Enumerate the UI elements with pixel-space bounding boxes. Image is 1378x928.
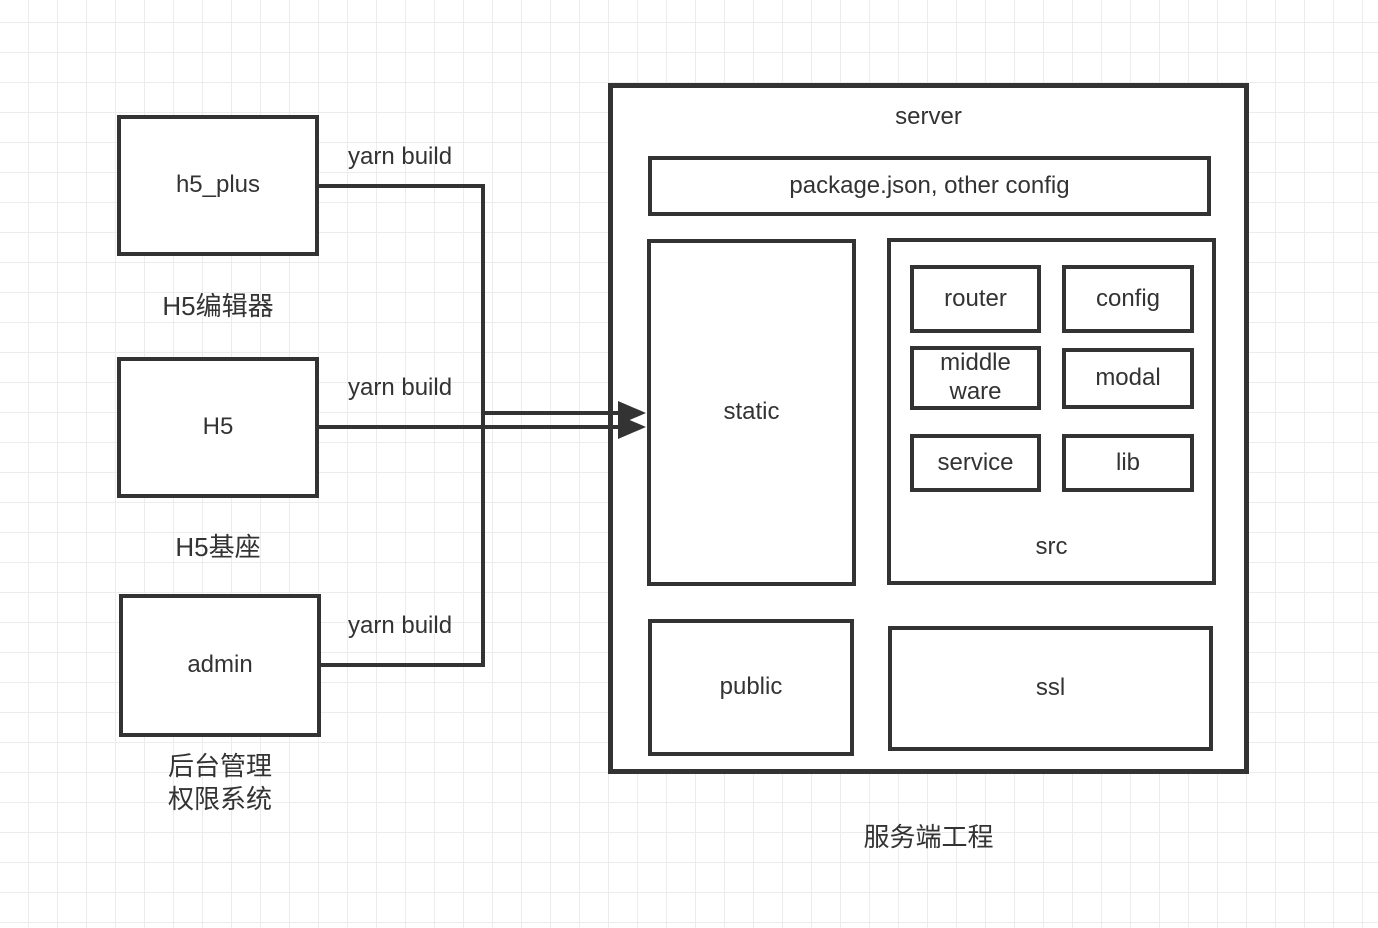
lib-box: lib bbox=[1062, 434, 1194, 492]
modal-label: modal bbox=[1095, 364, 1161, 392]
edge-label-yarn-build-h5plus: yarn build bbox=[348, 143, 453, 170]
ssl-label: ssl bbox=[1035, 674, 1066, 702]
h5-box: H5 bbox=[117, 357, 319, 498]
caption-h5-base: H5基座 bbox=[117, 531, 319, 564]
service-box: service bbox=[910, 434, 1041, 492]
src-label: src bbox=[1035, 533, 1068, 560]
middleware-box: middle ware bbox=[910, 346, 1041, 410]
config-box: config bbox=[1062, 265, 1194, 333]
caption-server-project-text: 服务端工程 bbox=[863, 822, 994, 852]
modal-box: modal bbox=[1062, 348, 1194, 409]
router-label: router bbox=[944, 284, 1007, 312]
caption-h5-base-text: H5基座 bbox=[175, 532, 261, 562]
server-title: server bbox=[895, 103, 962, 130]
h5-label: H5 bbox=[202, 413, 234, 441]
h5-plus-label: h5_plus bbox=[175, 171, 261, 199]
edge-label-yarn-build-h5: yarn build bbox=[348, 374, 453, 401]
edge-label-yarn-build-admin: yarn build bbox=[348, 612, 453, 639]
static-label: static bbox=[723, 398, 780, 426]
caption-h5-editor: H5编辑器 bbox=[117, 290, 319, 323]
caption-h5-editor-text: H5编辑器 bbox=[162, 291, 274, 321]
static-box: static bbox=[647, 239, 856, 586]
caption-server-project: 服务端工程 bbox=[608, 821, 1249, 854]
connector-h5plus-admin-trunk bbox=[318, 184, 485, 667]
caption-admin-line1: 后台管理 bbox=[167, 751, 272, 781]
caption-admin-system: 后台管理 权限系统 bbox=[119, 750, 321, 816]
package-config-label: package.json, other config bbox=[789, 171, 1070, 199]
router-box: router bbox=[910, 265, 1041, 333]
public-box: public bbox=[648, 619, 854, 756]
service-label: service bbox=[937, 448, 1014, 476]
caption-admin-line2: 权限系统 bbox=[167, 784, 272, 814]
config-label: config bbox=[1095, 284, 1161, 312]
ssl-box: ssl bbox=[888, 626, 1213, 751]
public-label: public bbox=[719, 673, 783, 701]
lib-label: lib bbox=[1115, 448, 1140, 476]
package-config-box: package.json, other config bbox=[648, 156, 1211, 216]
h5-plus-box: h5_plus bbox=[117, 115, 319, 256]
admin-label: admin bbox=[187, 651, 253, 679]
admin-box: admin bbox=[119, 594, 321, 737]
middleware-label: middle ware bbox=[940, 349, 1011, 405]
